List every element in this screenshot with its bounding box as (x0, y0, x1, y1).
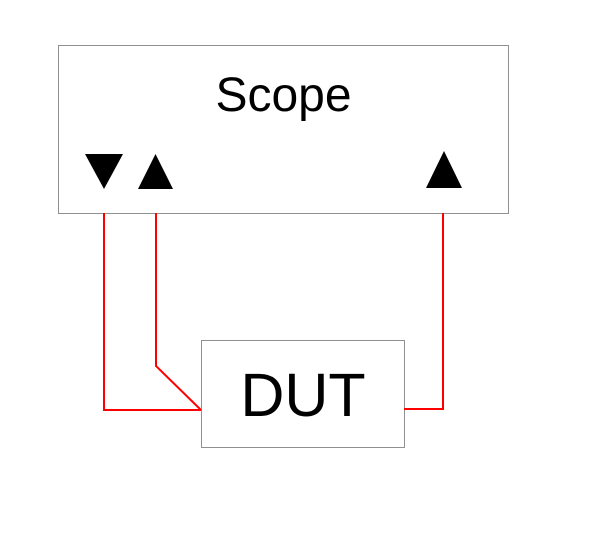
dut-label: DUT (240, 361, 366, 429)
wire-middle (155, 213, 202, 411)
wire-left (103, 213, 201, 411)
dut-box: DUT (201, 340, 405, 448)
scope-box: Scope (58, 45, 509, 214)
scope-label: Scope (215, 69, 352, 122)
wire-right (404, 213, 444, 410)
